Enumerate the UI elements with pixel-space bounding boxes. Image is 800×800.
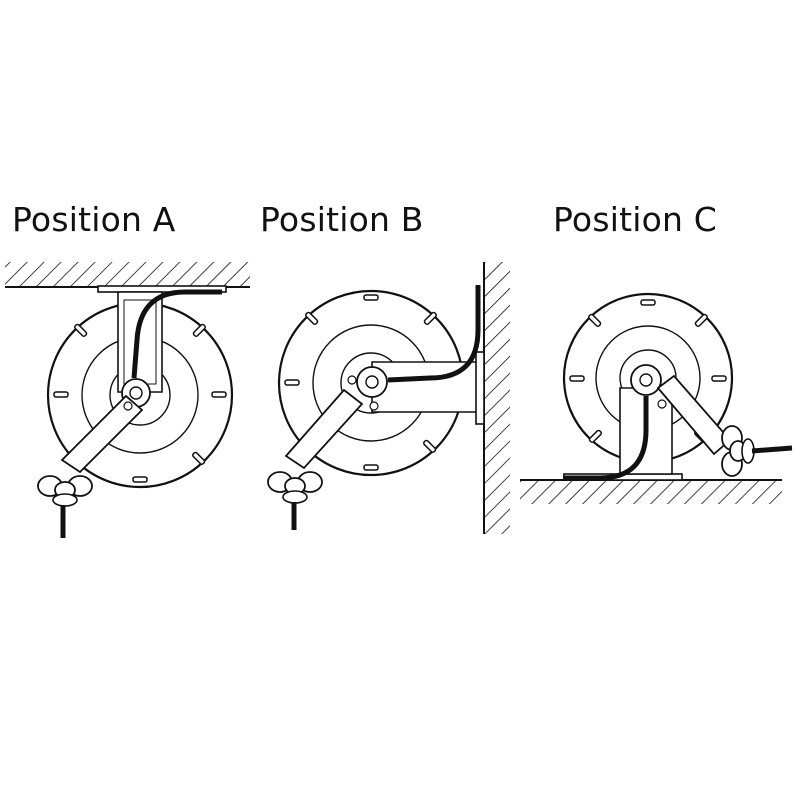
reel-position-b — [267, 262, 510, 534]
floor-surface — [520, 480, 782, 504]
reel-position-a — [5, 262, 250, 538]
hose-c — [563, 396, 649, 481]
hose-a — [131, 289, 222, 379]
hose-b — [387, 285, 481, 383]
hose-out-c — [751, 445, 793, 454]
roller-guide-a — [37, 475, 93, 507]
arm-a — [60, 394, 144, 474]
position-b-label: Position B — [260, 200, 424, 239]
position-a-label: Position A — [12, 200, 176, 239]
arm-b — [284, 388, 364, 470]
bracket-a — [117, 291, 163, 393]
ceiling-surface — [5, 262, 250, 286]
wall-surface — [484, 262, 510, 534]
roller-guide-c — [721, 425, 755, 477]
reel-position-c — [520, 292, 793, 504]
position-c-label: Position C — [553, 200, 718, 239]
roller-guide-b — [267, 471, 323, 504]
